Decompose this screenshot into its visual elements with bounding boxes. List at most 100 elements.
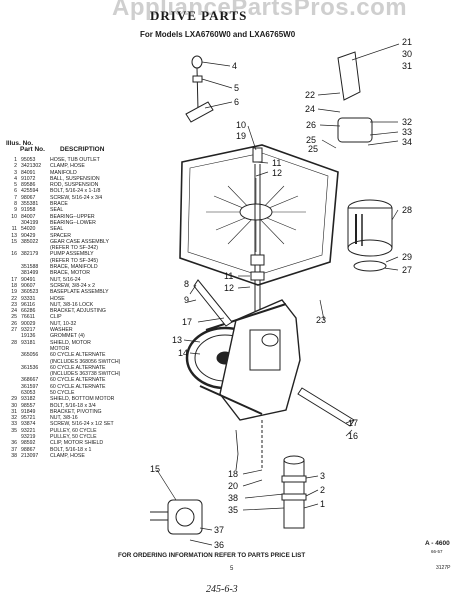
- callout-label: 22: [305, 90, 315, 100]
- parts-part-no: 90607: [21, 282, 36, 289]
- parts-description: SCREW, 5/16-24 x 3/4: [50, 194, 103, 201]
- parts-part-no: 63053: [21, 389, 36, 396]
- parts-row: (INCLUDES 368056 SWITCH): [6, 359, 181, 365]
- parts-illus-no: 22: [11, 295, 17, 302]
- parts-part-no: 93874: [21, 421, 36, 428]
- callout-label: 17: [348, 418, 358, 428]
- motor-drawing: [337, 51, 393, 272]
- parts-illus-no: 16: [11, 251, 17, 258]
- parts-description: CLAMP, HOSE: [50, 163, 85, 170]
- parts-part-no: 98592: [21, 440, 36, 447]
- callout-label: 35: [228, 505, 238, 515]
- callout-label: 34: [402, 137, 412, 147]
- parts-part-no: 351588: [21, 264, 39, 271]
- parts-description: BOLT, 5/16-24 x 1-1/8: [50, 188, 101, 195]
- parts-description: HOSE: [50, 295, 65, 302]
- parts-description: PULLEY, 50 CYCLE: [50, 434, 97, 441]
- parts-part-no: 213097: [21, 452, 39, 459]
- parts-part-no: 95721: [21, 415, 36, 422]
- parts-part-no: 382179: [21, 251, 39, 258]
- callout-label: 14: [178, 348, 188, 358]
- parts-description: BRACE, MANIFOLD: [50, 264, 98, 271]
- parts-description: CLAMP, HOSE: [50, 452, 85, 459]
- parts-part-no: 425594: [21, 188, 39, 195]
- callout-label: 33: [402, 127, 412, 137]
- baseplate-drawing: [179, 144, 339, 286]
- callout-label: 26: [306, 120, 316, 130]
- parts-description: BRACKET, PIVOTING: [50, 408, 102, 415]
- callout-label: 15: [150, 464, 160, 474]
- parts-part-no: 98867: [21, 446, 36, 453]
- parts-description: (INCLUDES 368056 SWITCH): [50, 358, 121, 365]
- parts-row: (INCLUDES 363738 SWITCH): [6, 371, 181, 377]
- parts-illus-no: 5: [14, 182, 17, 189]
- ordering-footer: FOR ORDERING INFORMATION REFER TO PARTS …: [118, 552, 306, 559]
- parts-description: PULLEY, 60 CYCLE: [50, 427, 97, 434]
- corner-code: 3127P: [436, 565, 451, 571]
- callout-label: 12: [224, 283, 234, 293]
- parts-part-no: 91072: [21, 175, 36, 182]
- parts-description: MOTOR: [50, 345, 70, 352]
- parts-description: SHIELD, BOTTOM MOTOR: [50, 396, 115, 403]
- parts-part-no: 93219: [21, 434, 36, 441]
- parts-illus-no: 24: [11, 308, 17, 315]
- parts-description: 60 CYCLE ALTERNATE: [50, 364, 106, 371]
- callout-label: 23: [316, 315, 326, 325]
- callout-label: 31: [402, 61, 412, 71]
- parts-description: (REFER TO SF-342): [50, 245, 98, 252]
- parts-part-no: 368667: [21, 377, 39, 384]
- parts-part-no: 96116: [21, 301, 36, 308]
- parts-description: SCREW, 5/16-24 x 1/2 SET: [50, 421, 114, 428]
- parts-illus-no: 8: [14, 201, 17, 208]
- brace-drawing: [193, 279, 233, 327]
- parts-part-no: 3421302: [21, 163, 42, 170]
- parts-part-no: 304199: [21, 219, 39, 226]
- parts-description: (INCLUDES 363738 SWITCH): [50, 371, 121, 378]
- parts-description: SEAL: [50, 207, 64, 214]
- parts-part-no: 91849: [21, 408, 36, 415]
- parts-illus-no: 1: [14, 157, 17, 163]
- parts-illus-no: 18: [11, 282, 17, 289]
- callout-label: 38: [228, 493, 238, 503]
- parts-description: BRACE, MOTOR: [50, 270, 90, 277]
- callout-label: 2: [320, 485, 325, 495]
- parts-row: 16 382179 PUMP ASSEMBLY: [6, 251, 181, 257]
- parts-part-no: 361536: [21, 364, 39, 371]
- parts-description: BRACKET, ADJUSTING: [50, 308, 106, 315]
- callout-label: 25: [308, 144, 318, 154]
- parts-row: MOTOR: [6, 346, 181, 352]
- parts-description: NUT, 3/8-16 LOCK: [50, 301, 94, 308]
- parts-row: 351588 BRACE, MANIFOLD: [6, 264, 181, 270]
- callout-label: 18: [228, 469, 238, 479]
- callout-label: 12: [272, 168, 282, 178]
- callout-label: 27: [402, 265, 412, 275]
- gear-case-drawing: [185, 299, 301, 421]
- parts-illus-no: 35: [11, 427, 17, 434]
- parts-illus-no: 36: [11, 440, 17, 447]
- parts-illus-no: 15: [11, 238, 17, 245]
- callout-label: 24: [305, 104, 315, 114]
- parts-part-no: 84091: [21, 169, 36, 176]
- parts-illus-no: 30: [11, 402, 17, 409]
- parts-description: SCREW, 3/8-24 x 2: [50, 282, 95, 289]
- parts-illus-no: 17: [11, 276, 17, 283]
- parts-description: PUMP ASSEMBLY: [50, 251, 94, 258]
- callout-label: 4: [232, 61, 237, 71]
- callout-label: 25: [306, 135, 316, 145]
- parts-part-no: 90491: [21, 276, 36, 283]
